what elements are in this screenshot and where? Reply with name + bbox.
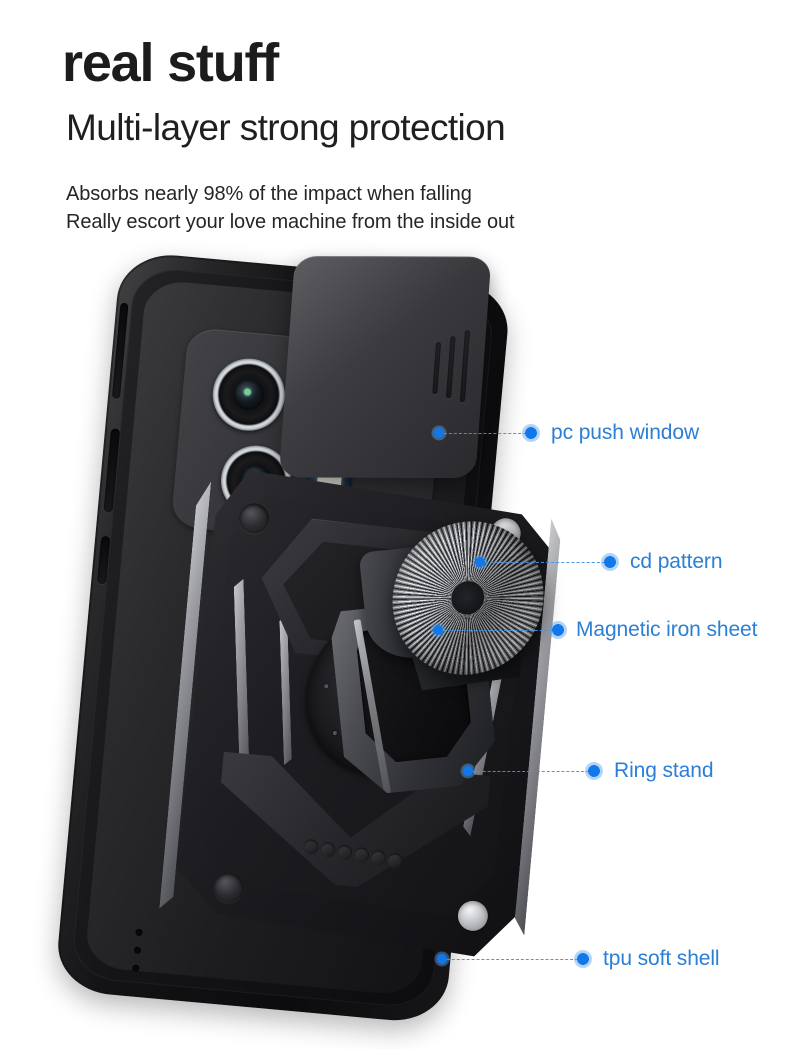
callout-anchor-dot-pc-push-window[interactable]	[431, 425, 447, 441]
callout-label-magnetic-iron-sheet[interactable]: Magnetic iron sheet	[576, 618, 758, 641]
callout-dot-magnetic-iron-sheet[interactable]	[549, 621, 567, 639]
page-subtitle: Multi-layer strong protection	[66, 107, 506, 149]
slider-grip-line	[445, 336, 456, 399]
camera-lens-main-icon	[209, 355, 288, 434]
description-line-2: Really escort your love machine from the…	[66, 211, 515, 234]
header-block: real stuff Multi-layer strong protection…	[62, 33, 762, 237]
pc-push-window-cover	[278, 256, 492, 479]
callout-label-cd-pattern[interactable]: cd pattern	[630, 550, 723, 573]
callout-anchor-dot-tpu-soft-shell[interactable]	[434, 951, 450, 967]
slider-grip-line	[432, 342, 442, 395]
callout-label-pc-push-window[interactable]: pc push window	[551, 421, 700, 444]
speaker-hole	[133, 946, 142, 955]
callout-dot-cd-pattern[interactable]	[601, 553, 619, 571]
callout-anchor-dot-magnetic-iron-sheet[interactable]	[430, 622, 446, 638]
slider-grip-line	[459, 330, 471, 403]
speaker-hole	[135, 928, 143, 937]
speaker-hole	[132, 964, 140, 973]
callout-dot-pc-push-window[interactable]	[522, 424, 540, 442]
callout-dot-tpu-soft-shell[interactable]	[574, 950, 592, 968]
callout-label-tpu-soft-shell[interactable]: tpu soft shell	[603, 947, 720, 970]
ring-stand-unit	[330, 508, 560, 830]
description-line-1: Absorbs nearly 98% of the impact when fa…	[66, 182, 472, 205]
product-image	[0, 250, 800, 1049]
page-title: real stuff	[62, 33, 279, 93]
description-block: Absorbs nearly 98% of the impact when fa…	[66, 180, 762, 237]
callout-dot-ring-stand[interactable]	[585, 762, 603, 780]
callout-anchor-dot-ring-stand[interactable]	[460, 763, 476, 779]
callout-label-ring-stand[interactable]: Ring stand	[614, 759, 714, 782]
callout-anchor-dot-cd-pattern[interactable]	[472, 554, 488, 570]
